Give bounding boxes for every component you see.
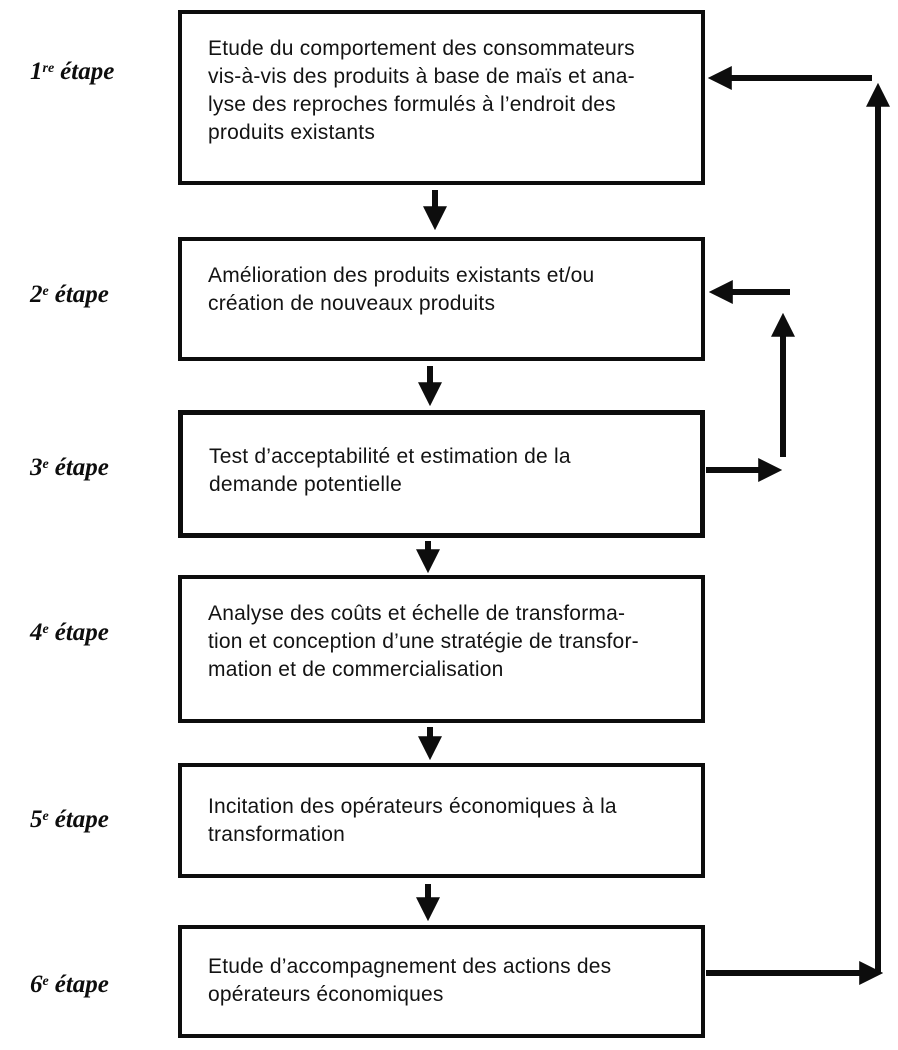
stage-number: 5 [30,806,43,833]
step-text-4: Analyse des coûts et échelle de transfor… [208,602,639,681]
stage-number: 3 [30,454,43,481]
stage-number: 2 [30,281,43,308]
step-text-6: Etude d’accompagnement des actions des o… [208,955,612,1006]
stage-word: étape [54,806,109,833]
stage-word: étape [54,971,109,998]
stage-word: étape [54,454,109,481]
step-text-2: Amélioration des produits existants et/o… [208,264,595,315]
stage-ordinal-suffix: re [42,61,55,76]
stage-ordinal-suffix: e [42,974,49,989]
stage-number: 6 [30,971,43,998]
stage-ordinal-suffix: e [42,457,49,472]
stage-number: 1 [30,58,43,85]
stage-ordinal-suffix: e [42,622,49,637]
stage-ordinal-suffix: e [42,809,49,824]
step-text-3: Test d’acceptabilité et estimation de la… [209,445,571,496]
step-text-1: Etude du comportement des consommateurs … [208,37,635,144]
step-box-1: Etude du comportement des consommateurs … [178,10,705,185]
stage-word: étape [54,619,109,646]
stage-word: étape [54,281,109,308]
stage-word: étape [60,58,115,85]
stage-number: 4 [30,619,43,646]
step-box-5: Incitation des opérateurs économiques à … [178,763,705,878]
step-box-4: Analyse des coûts et échelle de transfor… [178,575,705,723]
step-text-5: Incitation des opérateurs économiques à … [208,795,617,846]
step-box-3: Test d’acceptabilité et estimation de la… [178,410,705,538]
step-box-2: Amélioration des produits existants et/o… [178,237,705,361]
stage-ordinal-suffix: e [42,284,49,299]
step-box-6: Etude d’accompagnement des actions des o… [178,925,705,1038]
